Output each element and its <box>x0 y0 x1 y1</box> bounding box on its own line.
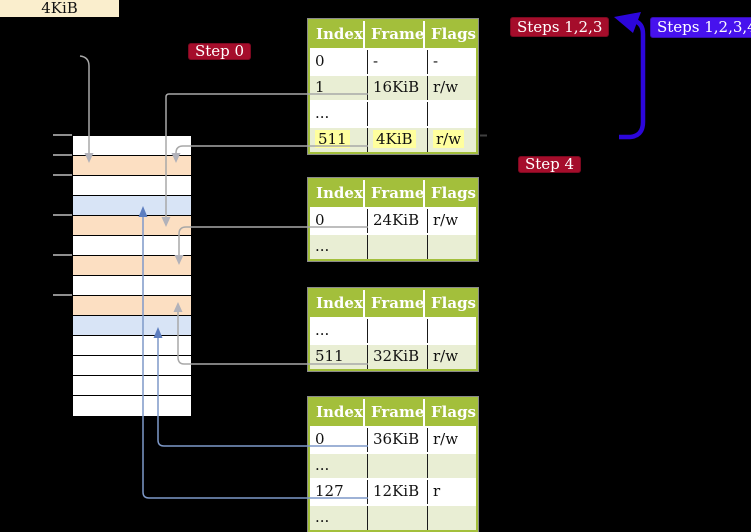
col-header-flags: Flags <box>431 184 476 202</box>
arrow-up-left-icon <box>614 12 641 33</box>
col-header-index: Index <box>310 21 365 48</box>
memory-tick <box>53 174 72 176</box>
page-table-level1: Index Frame Flags 0 36KiB r/w ... 127 12… <box>307 396 479 532</box>
col-header-index: Index <box>310 180 365 207</box>
memory-row <box>73 156 191 176</box>
memory-tick <box>53 134 72 136</box>
page-table-level4: Index Frame Flags 0 - - 1 16KiB r/w ... … <box>307 18 479 155</box>
table-row: ... <box>310 233 476 259</box>
table-row: 511 32KiB r/w <box>310 343 476 369</box>
table-row: 1 16KiB r/w <box>310 74 476 100</box>
table-row: ... <box>310 317 476 343</box>
badge-steps-1-2-3-4: Steps 1,2,3,4 <box>650 17 751 38</box>
badge-step-4: Step 4 <box>518 156 582 173</box>
badge-steps-1-2-3: Steps 1,2,3 <box>510 17 610 37</box>
col-header-frame: Frame <box>365 290 425 317</box>
table-header: Index Frame Flags <box>310 180 476 207</box>
col-header-flags: Flags <box>431 25 476 43</box>
memory-row <box>73 336 191 356</box>
table-row: ... <box>310 452 476 478</box>
memory-row <box>73 176 191 196</box>
col-header-flags: Flags <box>431 403 476 421</box>
page-table-level3: Index Frame Flags 0 24KiB r/w ... <box>307 177 479 262</box>
col-header-frame: Frame <box>365 21 425 48</box>
col-header-index: Index <box>310 399 365 426</box>
badge-step-0: Step 0 <box>188 43 252 60</box>
memory-row <box>73 396 191 416</box>
memory-address-label: 4KiB <box>0 0 119 17</box>
table-header: Index Frame Flags <box>310 290 476 317</box>
page-table-level2: Index Frame Flags ... 511 32KiB r/w <box>307 287 479 372</box>
col-header-flags: Flags <box>431 294 476 312</box>
table-row: ... <box>310 504 476 530</box>
memory-row <box>73 376 191 396</box>
loop-back-line <box>619 17 646 140</box>
memory-row <box>73 296 191 316</box>
memory-row <box>73 276 191 296</box>
memory-row <box>73 236 191 256</box>
memory-row <box>73 196 191 216</box>
memory-tick <box>53 294 72 296</box>
memory-row <box>73 356 191 376</box>
table-row: 0 - - <box>310 48 476 74</box>
memory-tick <box>53 254 72 256</box>
table-row: 0 24KiB r/w <box>310 207 476 233</box>
memory-row <box>73 136 191 156</box>
memory-row <box>73 316 191 336</box>
memory-tick <box>53 154 72 156</box>
memory-row <box>73 216 191 236</box>
table-row: 127 12KiB r <box>310 478 476 504</box>
col-header-frame: Frame <box>365 399 425 426</box>
table-header: Index Frame Flags <box>310 399 476 426</box>
highlighted-value: r/w <box>433 130 465 148</box>
highlighted-value: 4KiB <box>373 130 416 148</box>
table-row-highlighted: 511 4KiB r/w <box>310 126 476 152</box>
memory-tick <box>53 214 72 216</box>
table-row: ... <box>310 100 476 126</box>
col-header-frame: Frame <box>365 180 425 207</box>
col-header-index: Index <box>310 290 365 317</box>
highlighted-value: 511 <box>315 130 350 148</box>
memory-row <box>73 256 191 276</box>
physical-memory-column <box>72 135 192 417</box>
table-row: 0 36KiB r/w <box>310 426 476 452</box>
table-header: Index Frame Flags <box>310 21 476 48</box>
